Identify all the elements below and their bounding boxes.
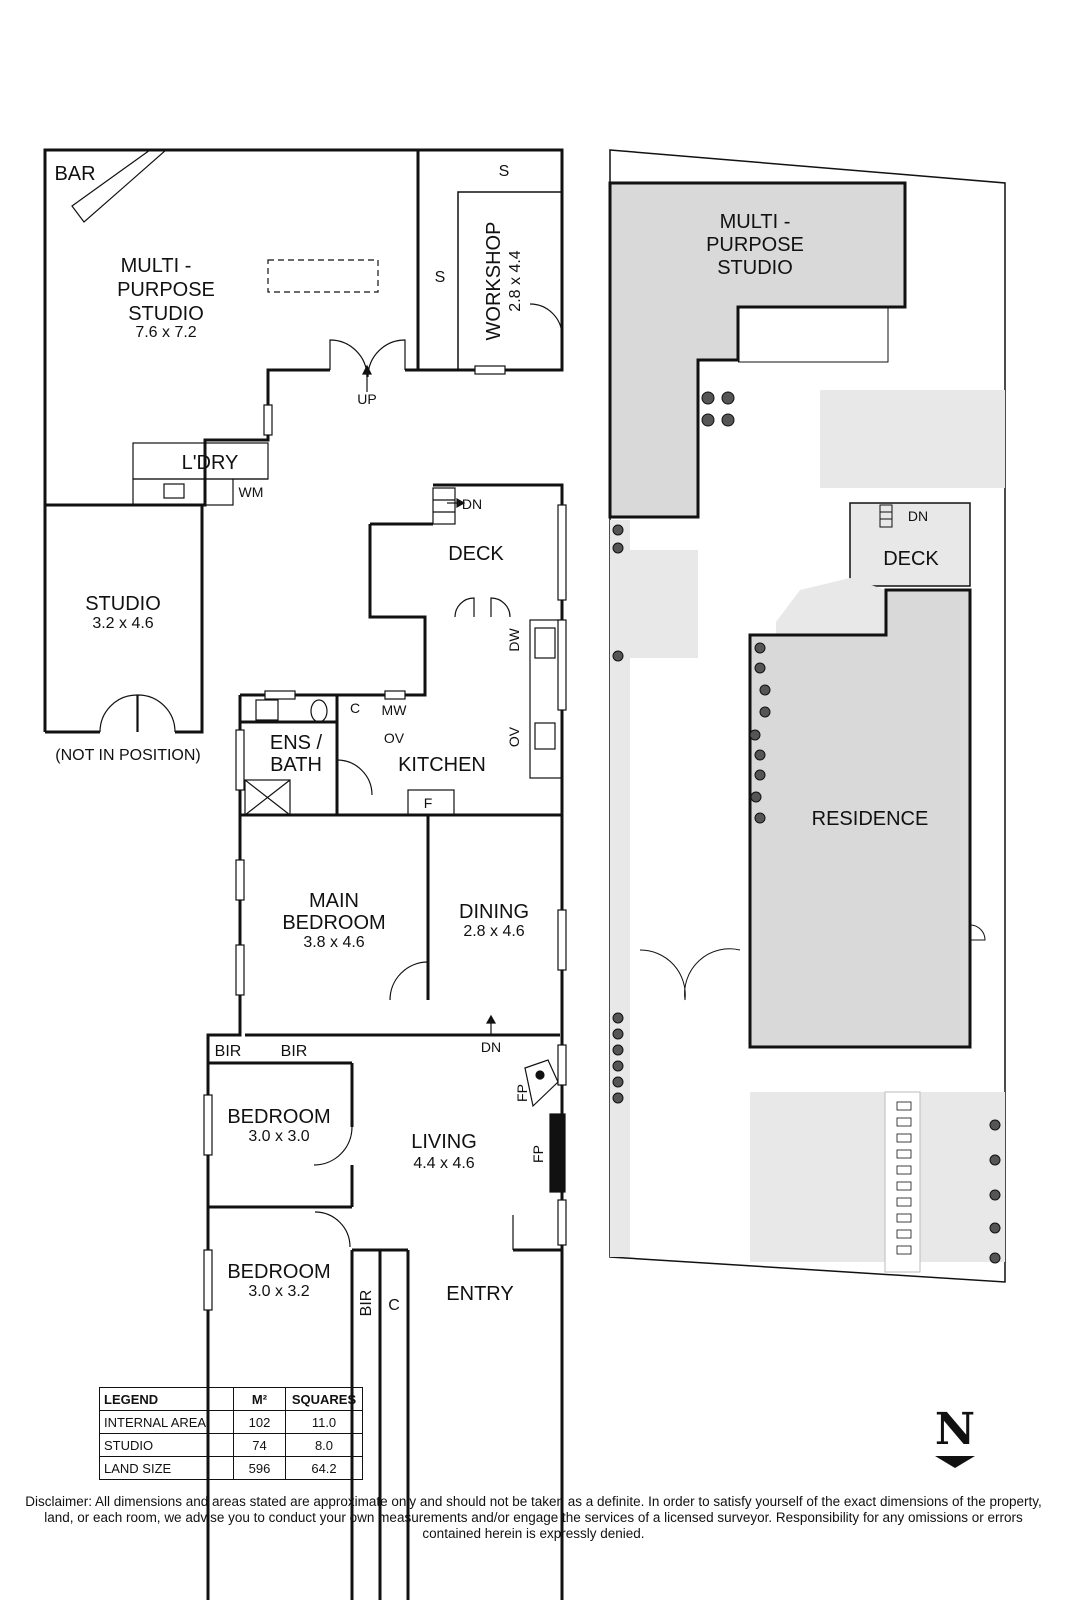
shelf-label-1: S bbox=[499, 163, 510, 180]
multi-studio-label-3: STUDIO bbox=[128, 303, 204, 325]
main-bedroom-label-2: BEDROOM bbox=[282, 912, 385, 934]
floor-plan-labels: BAR MULTI - PURPOSE STUDIO 7.6 x 7.2 S S… bbox=[54, 163, 546, 1316]
site-deck-stairs bbox=[879, 504, 893, 528]
floor-plan-walls bbox=[43, 148, 564, 1600]
legend-table: LEGEND M² SQUARES INTERNAL AREA 102 11.0… bbox=[99, 1387, 363, 1480]
ens-label-1: ENS / bbox=[270, 732, 323, 754]
fp-label-2: FP bbox=[530, 1145, 546, 1163]
stair-arrows bbox=[362, 364, 497, 1035]
deck-label: DECK bbox=[448, 543, 504, 565]
legend-header-squares: SQUARES bbox=[285, 1387, 363, 1411]
c-label-2: C bbox=[388, 1297, 400, 1314]
mw-label: MW bbox=[382, 702, 408, 718]
dw-label: DW bbox=[506, 628, 522, 652]
main-bedroom-label-1: MAIN bbox=[309, 890, 359, 912]
site-labels: MULTI - PURPOSE STUDIO DN DECK RESIDENCE bbox=[706, 211, 939, 830]
north-arrow-icon bbox=[935, 1456, 975, 1468]
legend-row: INTERNAL AREA 102 11.0 bbox=[99, 1410, 363, 1434]
up-label: UP bbox=[357, 391, 376, 407]
legend-row-m2: 74 bbox=[233, 1433, 286, 1457]
bir-label-3: BIR bbox=[358, 1290, 375, 1317]
site-studio-label-3: STUDIO bbox=[717, 257, 793, 279]
kitchen-label: KITCHEN bbox=[398, 754, 486, 776]
bir-label-1: BIR bbox=[215, 1043, 242, 1060]
ov-label-2: OV bbox=[384, 730, 405, 746]
legend-row: LAND SIZE 596 64.2 bbox=[99, 1456, 363, 1480]
bedroom1-dims: 3.0 x 3.0 bbox=[248, 1128, 309, 1145]
bir-label-2: BIR bbox=[281, 1043, 308, 1060]
deck-dn-label: DN bbox=[462, 496, 482, 512]
workshop-label: WORKSHOP bbox=[483, 222, 505, 341]
studio-label: STUDIO bbox=[85, 593, 161, 615]
site-plan: MULTI - PURPOSE STUDIO DN DECK RESIDENCE bbox=[608, 149, 1006, 1283]
legend-row: STUDIO 74 8.0 bbox=[99, 1433, 363, 1457]
ens-label-2: BATH bbox=[270, 754, 322, 776]
site-deck-label: DECK bbox=[883, 548, 939, 570]
windows bbox=[203, 365, 567, 1311]
laundry-label: L'DRY bbox=[182, 452, 239, 474]
entry-label: ENTRY bbox=[446, 1283, 513, 1305]
multi-studio-dims: 7.6 x 7.2 bbox=[135, 324, 196, 341]
multi-studio-label-2: PURPOSE bbox=[117, 279, 215, 301]
dining-dims: 2.8 x 4.6 bbox=[463, 923, 524, 940]
legend-row-squares: 64.2 bbox=[285, 1456, 363, 1480]
legend-row-squares: 11.0 bbox=[285, 1410, 363, 1434]
legend-row-m2: 102 bbox=[233, 1410, 286, 1434]
north-compass: N bbox=[930, 1408, 980, 1477]
site-studio-label-2: PURPOSE bbox=[706, 234, 804, 256]
legend-row-label: STUDIO bbox=[99, 1433, 234, 1457]
legend-header-m2: M² bbox=[233, 1387, 286, 1411]
living-label: LIVING bbox=[411, 1131, 477, 1153]
fp-label-1: FP bbox=[514, 1084, 530, 1102]
ov-label-1: OV bbox=[506, 726, 522, 747]
site-studio-label-1: MULTI - bbox=[720, 211, 791, 233]
legend-header-label: LEGEND bbox=[99, 1387, 234, 1411]
bedroom2-label: BEDROOM bbox=[227, 1261, 330, 1283]
legend-row-m2: 596 bbox=[233, 1456, 286, 1480]
legend-row-label: INTERNAL AREA bbox=[99, 1410, 234, 1434]
c-label: C bbox=[350, 700, 360, 716]
disclaimer-text: Disclaimer: All dimensions and areas sta… bbox=[25, 1494, 1042, 1541]
dn-label: DN bbox=[481, 1039, 501, 1055]
legend-row-squares: 8.0 bbox=[285, 1433, 363, 1457]
living-dims: 4.4 x 4.6 bbox=[413, 1155, 474, 1172]
site-shrubs bbox=[612, 391, 1001, 1264]
workshop-dims: 2.8 x 4.4 bbox=[507, 250, 524, 311]
bar-label: BAR bbox=[54, 163, 95, 185]
bedroom2-dims: 3.0 x 3.2 bbox=[248, 1283, 309, 1300]
not-in-position-label: (NOT IN POSITION) bbox=[55, 747, 200, 764]
fridge-label: F bbox=[424, 795, 433, 811]
studio-dims: 3.2 x 4.6 bbox=[92, 615, 153, 632]
bedroom1-label: BEDROOM bbox=[227, 1106, 330, 1128]
legend-row-label: LAND SIZE bbox=[99, 1456, 234, 1480]
legend-header-row: LEGEND M² SQUARES bbox=[99, 1387, 363, 1411]
north-label: N bbox=[934, 1404, 976, 1455]
shelf-label-2: S bbox=[435, 269, 446, 286]
site-pavers bbox=[896, 1101, 912, 1255]
site-residence-label: RESIDENCE bbox=[812, 808, 929, 830]
wm-label: WM bbox=[239, 484, 264, 500]
site-dn-label: DN bbox=[908, 508, 928, 524]
dining-label: DINING bbox=[459, 901, 529, 923]
main-bedroom-dims: 3.8 x 4.6 bbox=[303, 934, 364, 951]
multi-studio-label-1: MULTI - bbox=[121, 255, 192, 277]
